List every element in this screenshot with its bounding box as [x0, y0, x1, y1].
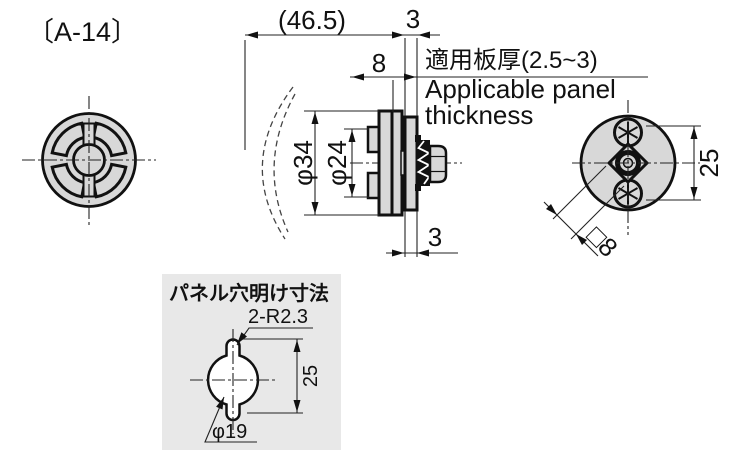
hex-nut	[428, 144, 448, 184]
arrowhead	[417, 249, 429, 257]
leader-line	[204, 396, 257, 443]
arrowhead	[348, 130, 356, 142]
arrowhead	[392, 31, 404, 39]
dim-hole-diameter: φ19	[212, 421, 247, 443]
knob-grip-arc	[91, 162, 128, 199]
dim-square-shaft: □8	[581, 220, 624, 263]
arrowhead	[404, 73, 416, 81]
note-english-line1: Applicable panel	[425, 74, 616, 104]
page-title: 〔A-14〕	[27, 17, 138, 47]
arrowhead	[392, 249, 404, 257]
note-english-line2: thickness	[425, 100, 533, 130]
extension-line	[570, 185, 625, 240]
panel-section	[403, 115, 419, 212]
side-view	[261, 86, 462, 240]
rear-view: 25 □8	[543, 100, 724, 263]
extension-line	[552, 165, 607, 220]
knob-grip-arc	[50, 162, 87, 199]
dim-flange-diameter: φ34	[288, 140, 318, 186]
arrowhead	[418, 31, 430, 39]
cutout-title: パネル穴明け寸法	[169, 281, 329, 305]
front-view	[22, 96, 156, 226]
panel-cutout-box: パネル穴明け寸法 2-R2.3 25 φ19	[162, 274, 341, 450]
arrowhead	[576, 234, 587, 245]
arrowhead	[311, 112, 319, 124]
arrowhead	[348, 184, 356, 196]
dim-overall-depth: (46.5)	[278, 5, 346, 35]
arrowhead	[237, 332, 247, 344]
knob-phantom-arc	[273, 93, 296, 233]
dim-body-diameter: φ24	[322, 140, 352, 186]
thread-step	[415, 135, 421, 142]
note-japanese: 適用板厚(2.5~3)	[425, 47, 598, 74]
dim-panel-gap-bottom: 3	[428, 222, 442, 252]
arrowhead	[690, 127, 698, 139]
thread-hatch	[416, 140, 431, 185]
arrowhead	[352, 73, 364, 81]
dim-boss-length: 8	[372, 48, 386, 78]
arrowhead	[246, 31, 258, 39]
dim-tab-radius: 2-R2.3	[248, 306, 308, 328]
panel-thickness-note: 適用板厚(2.5~3) Applicable panel thickness	[425, 47, 616, 130]
arrowhead	[690, 187, 698, 199]
thread-step	[415, 184, 421, 191]
knob-grip-arc	[50, 121, 87, 158]
dim-hole-height: 25	[300, 365, 322, 387]
arrowhead	[311, 202, 319, 214]
arrowhead	[216, 397, 224, 410]
knob-phantom-arc	[261, 86, 294, 240]
arrowhead	[546, 204, 557, 215]
arrowhead	[293, 400, 301, 412]
arrowhead	[293, 340, 301, 352]
dim-screw-spacing: 25	[694, 149, 724, 178]
knob-grip-arc	[91, 121, 128, 158]
side-view-dimensions: (46.5) 3 8 φ34 φ24 3	[244, 4, 648, 257]
flange-front	[377, 109, 394, 217]
dim-panel-gap-top: 3	[406, 4, 420, 34]
